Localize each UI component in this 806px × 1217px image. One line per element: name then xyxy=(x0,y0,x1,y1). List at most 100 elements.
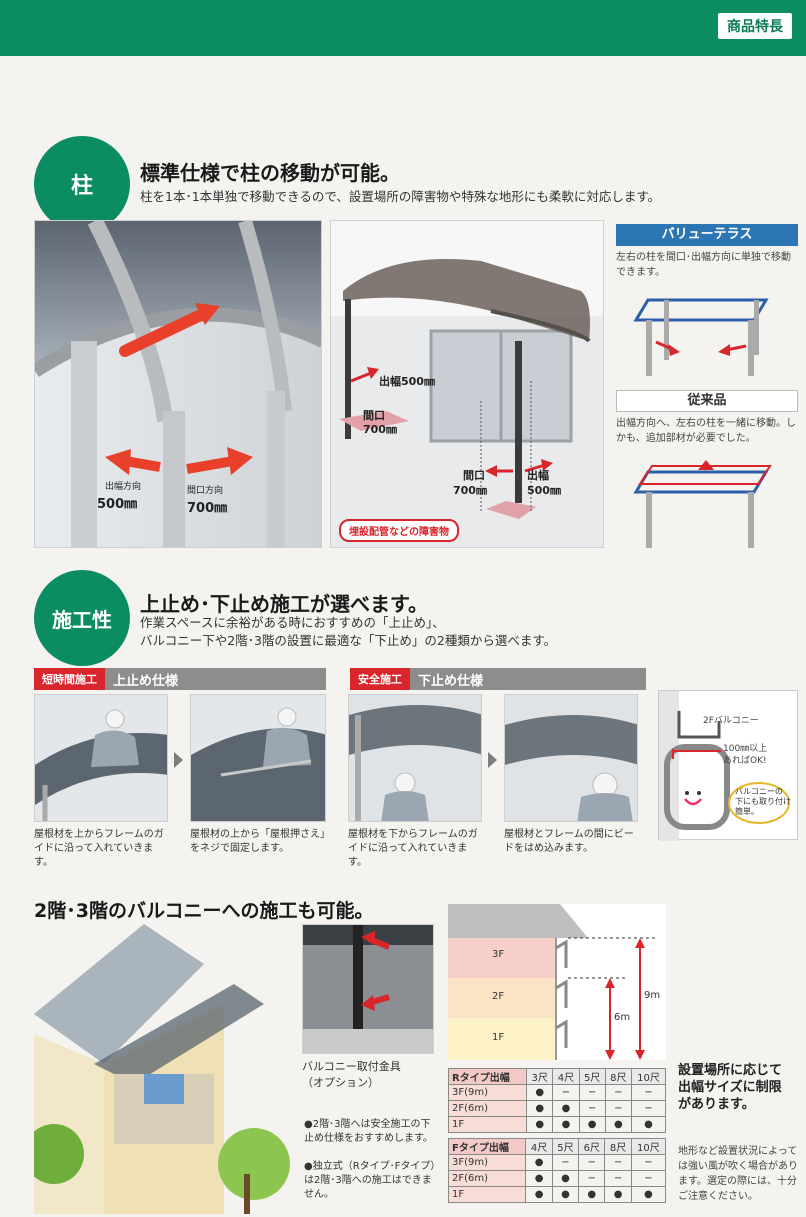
header-badge: 商品特長 xyxy=(718,13,792,39)
f-cell: ● xyxy=(525,1186,553,1203)
obstacle-label: 埋設配管などの障害物 xyxy=(339,519,459,542)
f-cell: − xyxy=(630,1170,667,1187)
bracket-photo xyxy=(302,924,434,1054)
terrace-illustration xyxy=(331,259,603,547)
old-product-heading: 従来品 xyxy=(616,390,798,412)
f-cell: ● xyxy=(551,1170,580,1187)
floor-diagram: 3F 2F 1F 6m 9m xyxy=(448,904,666,1060)
section2-title: 上止め･下止め施工が選べます。 xyxy=(140,592,428,616)
section1-circle: 柱 xyxy=(34,136,130,232)
balcony-diagram: 2Fバルコニー 100㎜以上 あればOK! バルコニーの 下にも取り付け 簡単。 xyxy=(658,690,798,841)
r-cell: ● xyxy=(578,1116,606,1133)
diagram-depth-top: 出幅500㎜ xyxy=(379,375,435,388)
bracket-caption-1: バルコニー取付金具 xyxy=(302,1060,401,1073)
r-cell: ● xyxy=(552,1116,580,1133)
r-cell: − xyxy=(630,1084,667,1101)
caption-2: 屋根材の上から「屋根押さえ」をネジで固定します。 xyxy=(190,829,325,854)
floor-drawing xyxy=(448,904,658,1060)
diagram-depth-bottom-label: 出幅 xyxy=(527,469,549,482)
caption-1: 屋根材を上からフレームのガイドに沿って入れていきます。 xyxy=(34,829,164,868)
floor-2f: 2F xyxy=(492,991,505,1002)
section2-desc-1: 作業スペースに余裕がある時におすすめの「上止め」、 xyxy=(140,615,445,630)
r-type-table: Rタイプ出幅 3尺 4尺 5尺 8尺 10尺 3F(9m) ● − − − − … xyxy=(447,1068,667,1133)
bracket-illustration xyxy=(303,925,433,1053)
diagram-width-bottom-value: 700㎜ xyxy=(453,484,487,497)
install-photo-2 xyxy=(190,694,326,822)
bottom-fix-label: 下止め仕様 xyxy=(418,673,484,689)
r-cell: ● xyxy=(526,1100,554,1117)
caption-4: 屋根材とフレームの間にビードをはめ込みます。 xyxy=(504,829,634,854)
bottom-fix-tag: 安全施工 xyxy=(350,668,410,690)
f-head-2: 5尺 xyxy=(551,1138,580,1155)
floor-1f: 1F xyxy=(492,1032,505,1043)
table-row: 3F(9m) ● − − − − xyxy=(447,1154,667,1171)
balcony-illustration xyxy=(659,691,790,841)
label-depth-value: 500㎜ xyxy=(97,497,138,512)
r-cell: ● xyxy=(630,1116,667,1133)
f-head-1: 4尺 xyxy=(525,1138,553,1155)
f-cell: ● xyxy=(551,1186,580,1203)
r-cell: − xyxy=(604,1084,632,1101)
height-9m: 9m xyxy=(644,990,661,1001)
section3-title: 2階･3階のバルコニーへの施工も可能。 xyxy=(34,900,374,922)
step-arrow-1 xyxy=(174,752,183,768)
balcony-label: 2Fバルコニー xyxy=(703,716,759,726)
diagram-depth-bottom-value: 500㎜ xyxy=(527,484,561,497)
f-cell: − xyxy=(578,1154,606,1171)
section1-title: 標準仕様で柱の移動が可能。 xyxy=(140,161,400,185)
pillar-photo: 出幅方向 500㎜ 間口方向 700㎜ xyxy=(34,220,322,548)
clearance-label-1: 100㎜以上 xyxy=(723,744,768,754)
restriction-title-1: 設置場所に応じて xyxy=(678,1063,783,1078)
section2-circle: 施工性 xyxy=(34,570,130,666)
r-cell: ● xyxy=(604,1116,632,1133)
r-table-head: Rタイプ出幅 3尺 4尺 5尺 8尺 10尺 xyxy=(447,1068,667,1085)
diagram-width-top-value: 700㎜ xyxy=(363,423,397,436)
table-row: 2F(6m) ● ● − − − xyxy=(447,1100,667,1117)
bottom-fix-bar: 安全施工 下止め仕様 xyxy=(350,668,646,690)
f-row-floor: 2F(6m) xyxy=(447,1170,527,1187)
f-cell: ● xyxy=(604,1186,632,1203)
install-photo-3-illustration xyxy=(349,695,481,821)
old-product-diagram xyxy=(633,460,772,548)
f-head-3: 6尺 xyxy=(578,1138,606,1155)
table-row: 2F(6m) ● ● − − − xyxy=(447,1170,667,1187)
r-cell: ● xyxy=(552,1100,580,1117)
section2-desc-2: バルコニー下や2階･3階の設置に最適な「下止め」の2種類から選べます。 xyxy=(140,633,557,648)
r-cell: ● xyxy=(526,1084,554,1101)
diagram-width-bottom-label: 間口 xyxy=(463,469,485,482)
label-depth-dir: 出幅方向 xyxy=(105,482,142,492)
value-terrace-diagram xyxy=(633,298,769,376)
r-row-floor: 2F(6m) xyxy=(447,1100,528,1117)
f-head-4: 8尺 xyxy=(604,1138,632,1155)
f-cell: ● xyxy=(525,1154,553,1171)
pillar-photo-illustration xyxy=(35,221,321,547)
diagram-width-top-label: 間口 xyxy=(363,409,385,422)
install-photo-1-illustration xyxy=(35,695,167,821)
table-row: 1F ● ● ● ● ● xyxy=(447,1116,667,1133)
house-illustration xyxy=(34,924,292,1214)
clearance-label-2: あればOK! xyxy=(723,756,767,766)
top-fix-label: 上止め仕様 xyxy=(113,673,179,689)
floor-3f: 3F xyxy=(492,949,505,960)
bullet-note-1: ●2階･3階へは安全施工の下止め仕様をおすすめします。 xyxy=(304,1119,433,1144)
f-table-head: Fタイプ出幅 4尺 5尺 6尺 8尺 10尺 xyxy=(447,1138,667,1155)
restriction-title-3: があります。 xyxy=(678,1097,755,1112)
f-type-table: Fタイプ出幅 4尺 5尺 6尺 8尺 10尺 3F(9m) ● − − − − … xyxy=(447,1138,667,1203)
value-terrace-text: 左右の柱を間口･出幅方向に単独で移動できます。 xyxy=(616,252,791,278)
r-head-2: 4尺 xyxy=(552,1068,580,1085)
section1-desc: 柱を1本･1本単独で移動できるので、設置場所の障害物や特殊な地形にも柔軟に対応し… xyxy=(140,189,661,204)
top-fix-bar: 短時間施工 上止め仕様 xyxy=(34,668,326,690)
f-cell: − xyxy=(578,1170,606,1187)
label-width-dir: 間口方向 xyxy=(187,486,224,496)
install-photo-1 xyxy=(34,694,168,822)
f-cell: − xyxy=(604,1170,632,1187)
old-product-text: 出幅方向へ、左右の柱を一緒に移動。しかも、追加部材が必要でした。 xyxy=(616,418,796,444)
f-head-5: 10尺 xyxy=(630,1138,667,1155)
f-cell: ● xyxy=(630,1186,667,1203)
r-head-4: 8尺 xyxy=(604,1068,632,1085)
r-head-0: Rタイプ出幅 xyxy=(447,1068,528,1085)
r-cell: − xyxy=(578,1100,606,1117)
top-fix-tag: 短時間施工 xyxy=(34,668,105,690)
r-cell: − xyxy=(604,1100,632,1117)
step-arrow-2 xyxy=(488,752,497,768)
